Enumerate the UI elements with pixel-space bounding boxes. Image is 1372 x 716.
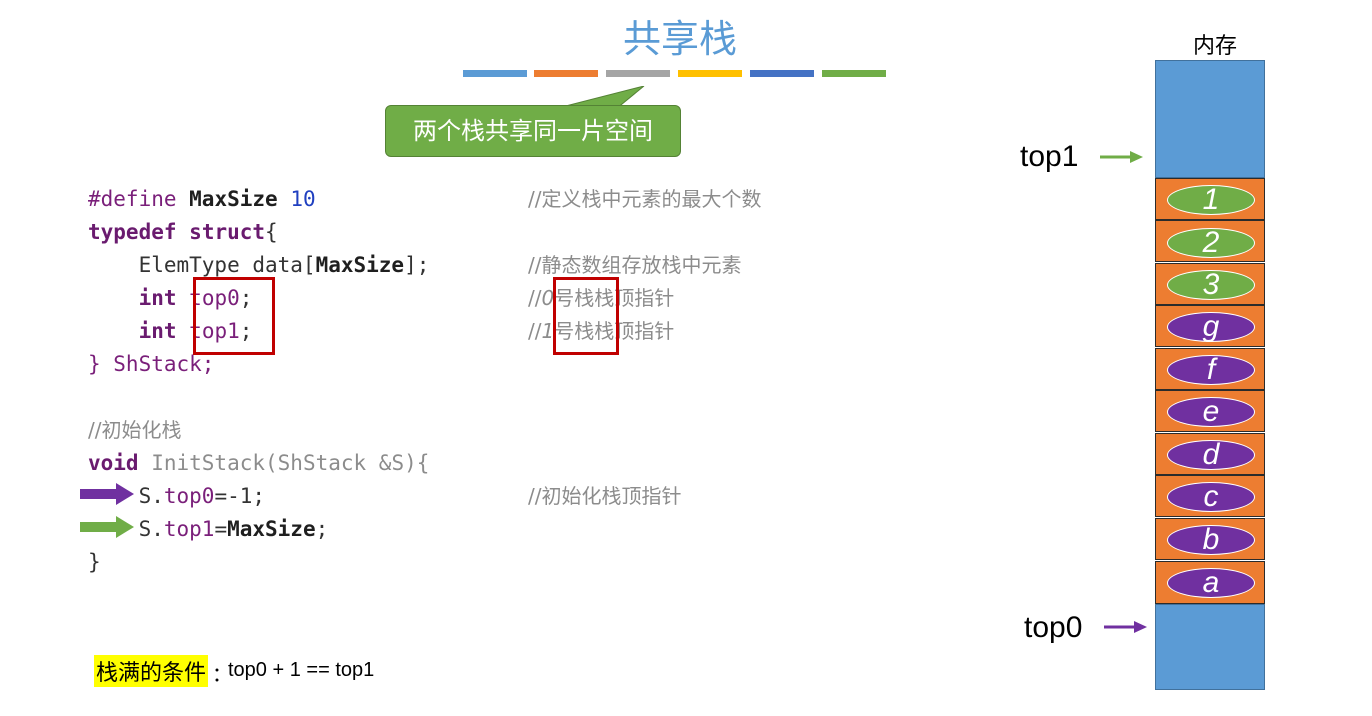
color-bar-1 xyxy=(463,70,527,77)
memory-label: 内存 xyxy=(1192,34,1237,59)
purple-arrow-icon xyxy=(80,483,134,505)
code-token: = xyxy=(214,517,228,541)
code-line-close: } xyxy=(88,550,101,574)
code-token: S. xyxy=(138,517,164,541)
code-token xyxy=(177,286,190,310)
code-line-top1: int top1; xyxy=(88,315,253,348)
callout-box: 两个栈共享同一片空间 xyxy=(385,105,681,157)
comment-init: //初始化栈 xyxy=(88,418,182,442)
memory-free-top xyxy=(1155,60,1265,178)
code-token: struct xyxy=(189,220,266,244)
code-token: 号栈栈顶指针 xyxy=(554,286,675,310)
code-token: void xyxy=(88,451,139,475)
stack0-element: c xyxy=(1167,482,1255,512)
stack1-element: 1 xyxy=(1167,185,1255,215)
color-bar-3 xyxy=(606,70,670,77)
top1-label: top1 xyxy=(1020,140,1079,173)
code-token xyxy=(278,187,291,211)
green-arrow-icon xyxy=(80,516,134,538)
color-bar-6 xyxy=(822,70,886,77)
condition-expression: top0 + 1 == top1 xyxy=(228,659,375,681)
top1-arrow-icon xyxy=(1100,151,1143,163)
code-token: MaxSize xyxy=(227,517,316,541)
code-token xyxy=(177,319,190,343)
top0-label: top0 xyxy=(1024,611,1083,644)
code-token: top0 xyxy=(189,286,240,310)
code-token: InitStack(ShStack &S){ xyxy=(138,451,430,475)
stack0-element: d xyxy=(1167,440,1255,470)
comment-define: //定义栈中元素的最大个数 xyxy=(528,187,762,211)
code-token: ; xyxy=(239,319,253,343)
stack0-element: e xyxy=(1167,397,1255,427)
comment-init-top: //初始化栈顶指针 xyxy=(528,484,682,508)
stack0-element: b xyxy=(1167,525,1255,555)
code-token: ; xyxy=(315,517,329,541)
memory-free-bottom xyxy=(1155,604,1265,690)
code-token: ]; xyxy=(404,253,430,277)
code-line-top0: int top0; xyxy=(88,282,253,315)
color-bar-5 xyxy=(750,70,814,77)
code-token: 1 xyxy=(541,319,555,343)
condition-colon: ： xyxy=(212,662,232,686)
code-token: int xyxy=(88,286,177,310)
code-token: { xyxy=(265,220,278,244)
code-token: 号栈栈顶指针 xyxy=(554,319,675,343)
code-token: // xyxy=(528,319,542,343)
code-token: =-1; xyxy=(214,484,266,508)
code-token: top1 xyxy=(189,319,240,343)
highlight-box-comments xyxy=(553,277,619,355)
color-bar-2 xyxy=(534,70,598,77)
code-line-set-top1: S.top1=MaxSize; xyxy=(88,513,329,546)
code-token: S. xyxy=(138,484,164,508)
code-token: 10 xyxy=(290,187,316,211)
stack0-element: f xyxy=(1167,355,1255,385)
highlight-box-vars xyxy=(193,277,275,355)
code-line-shstack: } ShStack; xyxy=(88,352,215,376)
stack0-element: g xyxy=(1167,312,1255,342)
code-token: top1 xyxy=(163,517,215,541)
code-token: typedef xyxy=(88,220,177,244)
color-bar-4 xyxy=(678,70,742,77)
code-token xyxy=(177,220,190,244)
code-line-define: #define MaxSize 10 xyxy=(88,183,316,216)
code-token: top0 xyxy=(163,484,215,508)
stack1-element: 3 xyxy=(1167,270,1255,300)
code-token: ; xyxy=(239,286,253,310)
stack1-element: 2 xyxy=(1167,228,1255,258)
code-token: // xyxy=(528,286,542,310)
comment-data: //静态数组存放栈中元素 xyxy=(528,253,742,277)
condition-label-text: 栈满的条件 xyxy=(96,661,207,686)
code-line-set-top0: S.top0=-1; xyxy=(88,480,265,513)
code-token: 0 xyxy=(541,286,555,310)
top0-arrow-icon xyxy=(1104,621,1147,633)
code-token: ElemType data[ xyxy=(88,253,316,277)
stack0-element: a xyxy=(1167,568,1255,598)
page-title: 共享栈 xyxy=(622,17,737,61)
comment-top1: //1号栈栈顶指针 xyxy=(528,315,674,348)
code-token: MaxSize xyxy=(315,253,405,277)
code-line-initstack: void InitStack(ShStack &S){ xyxy=(88,447,429,480)
code-token: #define xyxy=(88,187,190,211)
code-line-data: ElemType data[MaxSize]; xyxy=(88,249,430,282)
code-line-typedef: typedef struct{ xyxy=(88,216,278,249)
code-token: int xyxy=(88,319,177,343)
condition-label: 栈满的条件 xyxy=(94,655,209,687)
code-token: MaxSize xyxy=(189,187,278,211)
comment-top0: //0号栈栈顶指针 xyxy=(528,282,674,315)
